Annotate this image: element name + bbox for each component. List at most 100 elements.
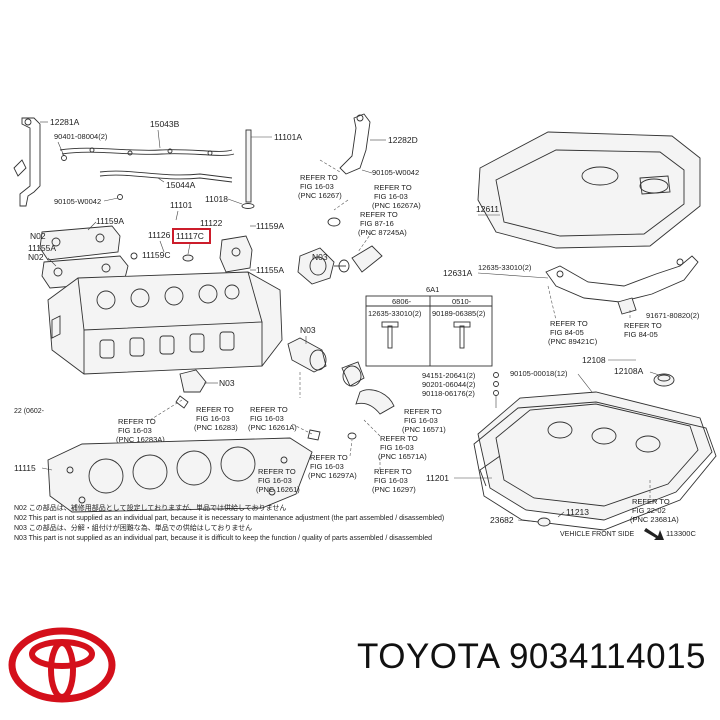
bracket-12282d <box>339 113 371 175</box>
label-90401: 90401-08004(2) <box>54 132 108 141</box>
svg-text:(PNC 16283A): (PNC 16283A) <box>116 435 165 444</box>
brand-part-number: TOYOTA 9034114015 <box>356 637 706 676</box>
label-11122: 11122 <box>200 218 223 228</box>
valve-cover-11201 <box>477 391 713 521</box>
refer-16571a: REFER TO FIG 16-03 (PNC 16571A) <box>378 434 427 461</box>
svg-text:REFER TO: REFER TO <box>374 467 412 476</box>
label-12635-a: 12635-33010(2) <box>368 309 422 318</box>
label-113300c: 113300C <box>666 529 696 538</box>
cylinder-head-gasket-11115 <box>47 437 313 513</box>
label-12635-b: 12635-33010(2) <box>478 263 532 272</box>
label-11101a: 11101A <box>274 132 302 142</box>
svg-text:FIG 16-03: FIG 16-03 <box>300 182 334 191</box>
notes: N02 この部品は、補修用部品として設定しておりますが、単品では供給しておりませ… <box>14 503 444 542</box>
label-23682: 23682 <box>490 515 514 525</box>
label-11018: 11018 <box>205 194 228 204</box>
toyota-logo-icon <box>8 627 116 703</box>
refer-89421c: REFER TO FIG 84-05 (PNC 89421C) <box>548 319 598 346</box>
refer-16267: REFER TO FIG 16-03 (PNC 16267) <box>298 173 342 200</box>
label-11101: 11101 <box>170 200 193 210</box>
label-12108a: 12108A <box>614 366 644 376</box>
code-n03-c: N03 <box>219 378 235 388</box>
svg-text:REFER TO: REFER TO <box>374 183 412 192</box>
label-12281a: 12281A <box>50 117 80 127</box>
label-11115: 11115 <box>14 463 36 473</box>
refer-16261: REFER TO FIG 16-03 (PNC 16261) <box>256 467 300 494</box>
label-11159a-left: 11159A <box>96 216 124 226</box>
svg-text:(PNC 16261): (PNC 16261) <box>256 485 300 494</box>
svg-text:REFER TO: REFER TO <box>118 417 156 426</box>
svg-text:FIG 84-05: FIG 84-05 <box>624 330 658 339</box>
label-11117c: 11117C <box>176 231 204 241</box>
code-n03-a: N03 <box>312 252 328 262</box>
svg-text:REFER TO: REFER TO <box>300 173 338 182</box>
code-n02-a: N02 <box>30 231 46 241</box>
label-90189: 90189-06385(2) <box>432 309 486 318</box>
svg-text:0510-: 0510- <box>452 297 472 306</box>
svg-text:(PNC 16267A): (PNC 16267A) <box>372 201 421 210</box>
svg-text:(PNC 89421C): (PNC 89421C) <box>548 337 598 346</box>
label-12631a: 12631A <box>443 268 473 278</box>
label-94151: 94151-20641(2) <box>422 371 476 380</box>
svg-text:REFER TO: REFER TO <box>632 497 670 506</box>
svg-text:REFER TO: REFER TO <box>550 319 588 328</box>
label-90105-w0042-top: 90105-W0042 <box>372 168 419 177</box>
label-12282d: 12282D <box>388 135 418 145</box>
inset-box: 6A1 6806- 0510- 12635-33010(2) 90189-063… <box>365 285 493 367</box>
label-12108: 12108 <box>582 355 606 365</box>
label-90105-00018: 90105-00018(12) <box>510 369 568 378</box>
vehicle-front-arrow-icon <box>644 528 664 540</box>
svg-text:FIG 16-03: FIG 16-03 <box>404 416 438 425</box>
label-15044a: 15044A <box>166 180 196 190</box>
label-90118: 90118-06176(2) <box>422 389 475 398</box>
highlight-11117c <box>172 228 211 244</box>
svg-text:FIG 16-03: FIG 16-03 <box>310 462 344 471</box>
svg-text:(PNC 16261A): (PNC 16261A) <box>248 423 297 432</box>
refer-16283a: REFER TO FIG 16-03 (PNC 16283A) <box>116 417 165 444</box>
svg-text:FIG 16-03: FIG 16-03 <box>250 414 284 423</box>
label-11155a-right: 11155A <box>256 265 284 275</box>
label-11159c: 11159C <box>142 250 171 260</box>
engine-cover-12611 <box>477 131 701 249</box>
svg-text:REFER TO: REFER TO <box>250 405 288 414</box>
svg-text:REFER TO: REFER TO <box>258 467 296 476</box>
svg-text:6806-: 6806- <box>392 297 412 306</box>
label-15043b: 15043B <box>150 119 180 129</box>
svg-text:FIG 16-03: FIG 16-03 <box>258 476 292 485</box>
code-n03-b: N03 <box>300 325 316 335</box>
label-11201: 11201 <box>426 473 449 483</box>
label-91671: 91671-80820(2) <box>646 311 700 320</box>
svg-text:FIG 16-03: FIG 16-03 <box>196 414 230 423</box>
svg-text:FIG 16-03: FIG 16-03 <box>118 426 152 435</box>
parts-diagram: 12281A 90401-08004(2) 15043B 15044A 9010… <box>13 113 717 542</box>
svg-text:REFER TO: REFER TO <box>196 405 234 414</box>
label-11155a-left: 11155A <box>28 243 56 253</box>
svg-text:REFER TO: REFER TO <box>380 434 418 443</box>
svg-text:(PNC 16283): (PNC 16283) <box>194 423 238 432</box>
camshaft-bearing-cap <box>39 225 121 261</box>
svg-text:FIG 22-02: FIG 22-02 <box>632 506 666 515</box>
bracket-12281a <box>19 117 41 207</box>
wire-harness-15043b <box>59 147 233 152</box>
label-11126: 11126 <box>148 230 171 240</box>
svg-text:(PNC 16267): (PNC 16267) <box>298 191 342 200</box>
svg-text:(PNC 16571A): (PNC 16571A) <box>378 452 427 461</box>
refer-16283: REFER TO FIG 16-03 (PNC 16283) <box>194 405 238 432</box>
svg-text:N02 この部品は、補修用部品として設定しておりますが、単: N02 この部品は、補修用部品として設定しておりますが、単品では供給しておりませ… <box>14 503 286 512</box>
svg-text:6A1: 6A1 <box>426 285 439 294</box>
refer-16297: REFER TO FIG 16-03 (PNC 16297) <box>372 467 416 494</box>
refer-fig-84-05: REFER TO FIG 84-05 <box>624 321 662 339</box>
label-90201: 90201-06044(2) <box>422 380 476 389</box>
svg-text:FIG 16-03: FIG 16-03 <box>374 192 408 201</box>
svg-text:(PNC 16297): (PNC 16297) <box>372 485 416 494</box>
svg-text:(PNC 87245A): (PNC 87245A) <box>358 228 407 237</box>
svg-text:N02 This part is not supplied: N02 This part is not supplied as an indi… <box>14 515 444 522</box>
refer-16261a: REFER TO FIG 16-03 (PNC 16261A) <box>248 405 297 432</box>
code-n02-b: N02 <box>28 252 44 262</box>
svg-text:(PNC 16571): (PNC 16571) <box>402 425 446 434</box>
svg-text:FIG 16-03: FIG 16-03 <box>374 476 408 485</box>
date-note: 22 (0602- <box>14 408 45 415</box>
refer-23681a: REFER TO FIG 22-02 (PNC 23681A) <box>630 497 679 524</box>
cylinder-head <box>47 271 283 375</box>
refer-87245a: REFER TO FIG 87-16 (PNC 87245A) <box>358 210 407 237</box>
